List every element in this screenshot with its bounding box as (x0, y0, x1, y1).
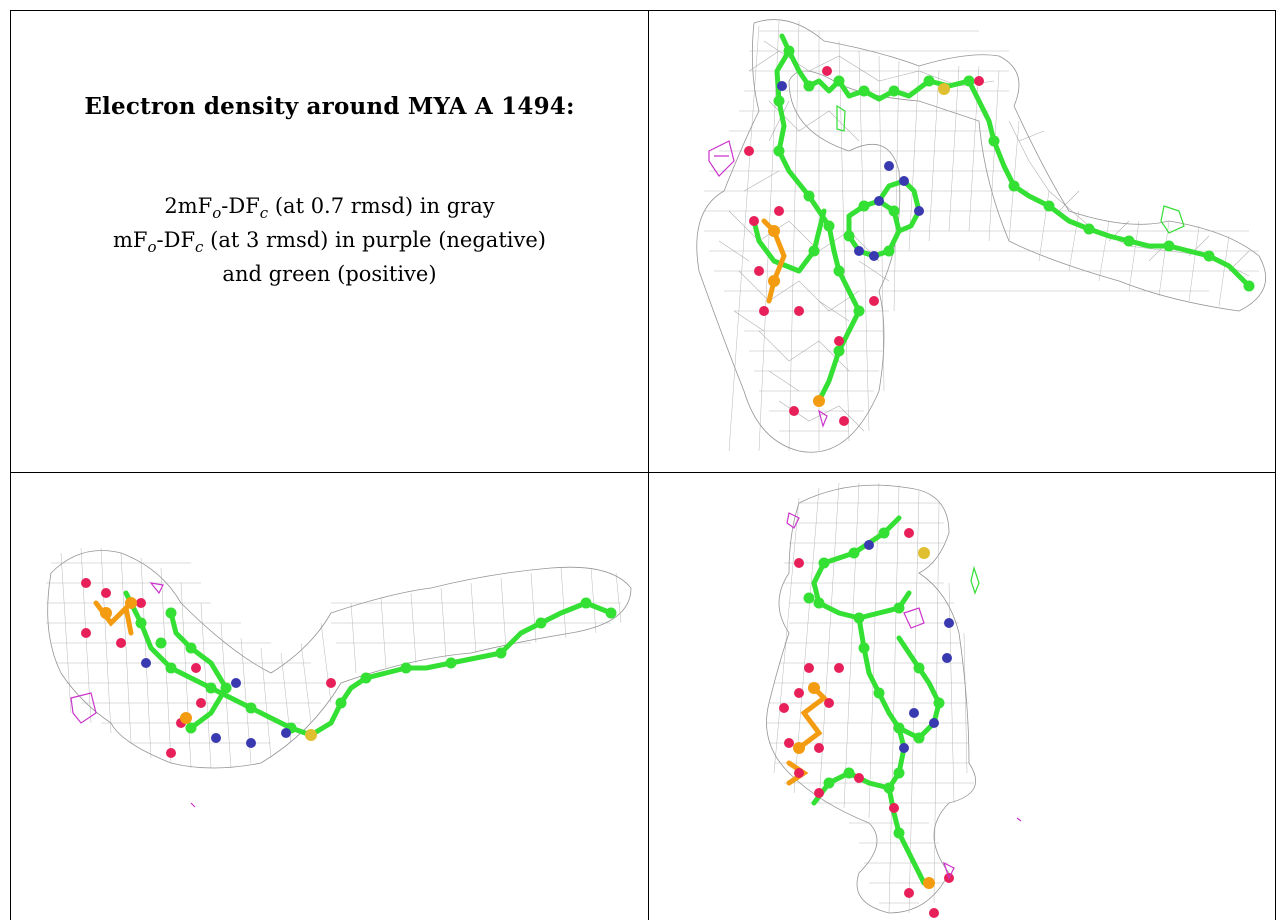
legend-df: -DF (221, 194, 260, 218)
oxygen-atoms-2 (81, 578, 336, 758)
legend-sub-c: c (259, 204, 269, 222)
carbon-atoms-2 (135, 597, 617, 734)
legend-line-fo-fc: mFo-DFc (at 3 rmsd) in purple (negative) (113, 224, 546, 258)
density-view-top-right (649, 11, 1275, 472)
figure-grid: Electron density around MYA A 1494: 2mFo… (10, 10, 1276, 920)
legend-sub-o: o (212, 204, 222, 222)
positive-density-2 (1160, 205, 1185, 234)
legend-sub-c-2: c (195, 238, 204, 256)
mesh-crosshatch-1 (704, 20, 1259, 452)
negative-density-9 (1016, 817, 1022, 822)
phosphorus-atoms-3 (793, 682, 935, 889)
density-view-bottom-right (649, 473, 1275, 920)
legend-sub-o-2: o (147, 238, 157, 256)
sulfur-atom-3 (918, 547, 930, 559)
caption-legend: 2mFo-DFc (at 0.7 rmsd) in gray mFo-DFc (… (113, 190, 546, 290)
oxygen-atoms-3 (779, 528, 954, 918)
nitrogen-atoms (777, 81, 924, 261)
grid-line-top (10, 10, 1276, 11)
sulfur-atom (938, 83, 950, 95)
mesh-crosshatch-2 (46, 547, 622, 769)
molecule-image-2 (46, 547, 632, 808)
phosphorus-atoms (768, 225, 825, 407)
negative-density-8 (942, 861, 955, 880)
legend-2mf: 2mF (164, 194, 213, 218)
positive-density-1 (836, 104, 846, 132)
legend-mf: mF (113, 228, 148, 252)
negative-density-1 (708, 140, 735, 177)
caption-cell: Electron density around MYA A 1494: 2mFo… (11, 11, 648, 472)
legend-line-2fo-fc: 2mFo-DFc (at 0.7 rmsd) in gray (113, 190, 546, 224)
legend-purple-text: (at 3 rmsd) in purple (negative) (203, 228, 546, 252)
caption-title: Electron density around MYA A 1494: (84, 93, 575, 120)
negative-density-5 (190, 802, 196, 808)
negative-density-4 (149, 582, 164, 595)
molecule-image-3 (766, 482, 1022, 918)
molecule-image-1 (696, 19, 1267, 453)
legend-df-2: -DF (156, 228, 196, 252)
sulfur-atom-2 (305, 729, 317, 741)
grid-line-middle (10, 472, 1276, 473)
positive-density-3 (970, 565, 980, 595)
nitrogen-atoms-2 (141, 658, 291, 748)
grid-line-center (648, 10, 649, 920)
carbon-atoms (773, 45, 1255, 357)
grid-line-left (10, 10, 11, 920)
oxygen-atoms (744, 66, 984, 426)
legend-gray-text: (at 0.7 rmsd) in gray (268, 194, 495, 218)
nitrogen-atoms-3 (864, 540, 954, 753)
negative-density-6 (786, 512, 800, 529)
negative-density-2 (818, 409, 828, 428)
density-view-bottom-left (11, 473, 648, 920)
legend-green-text: and green (positive) (222, 262, 437, 286)
negative-density-3 (70, 692, 97, 724)
negative-density-7 (903, 607, 925, 629)
carbon-atoms-3 (803, 527, 945, 839)
phosphorus-atoms-2 (100, 597, 192, 724)
